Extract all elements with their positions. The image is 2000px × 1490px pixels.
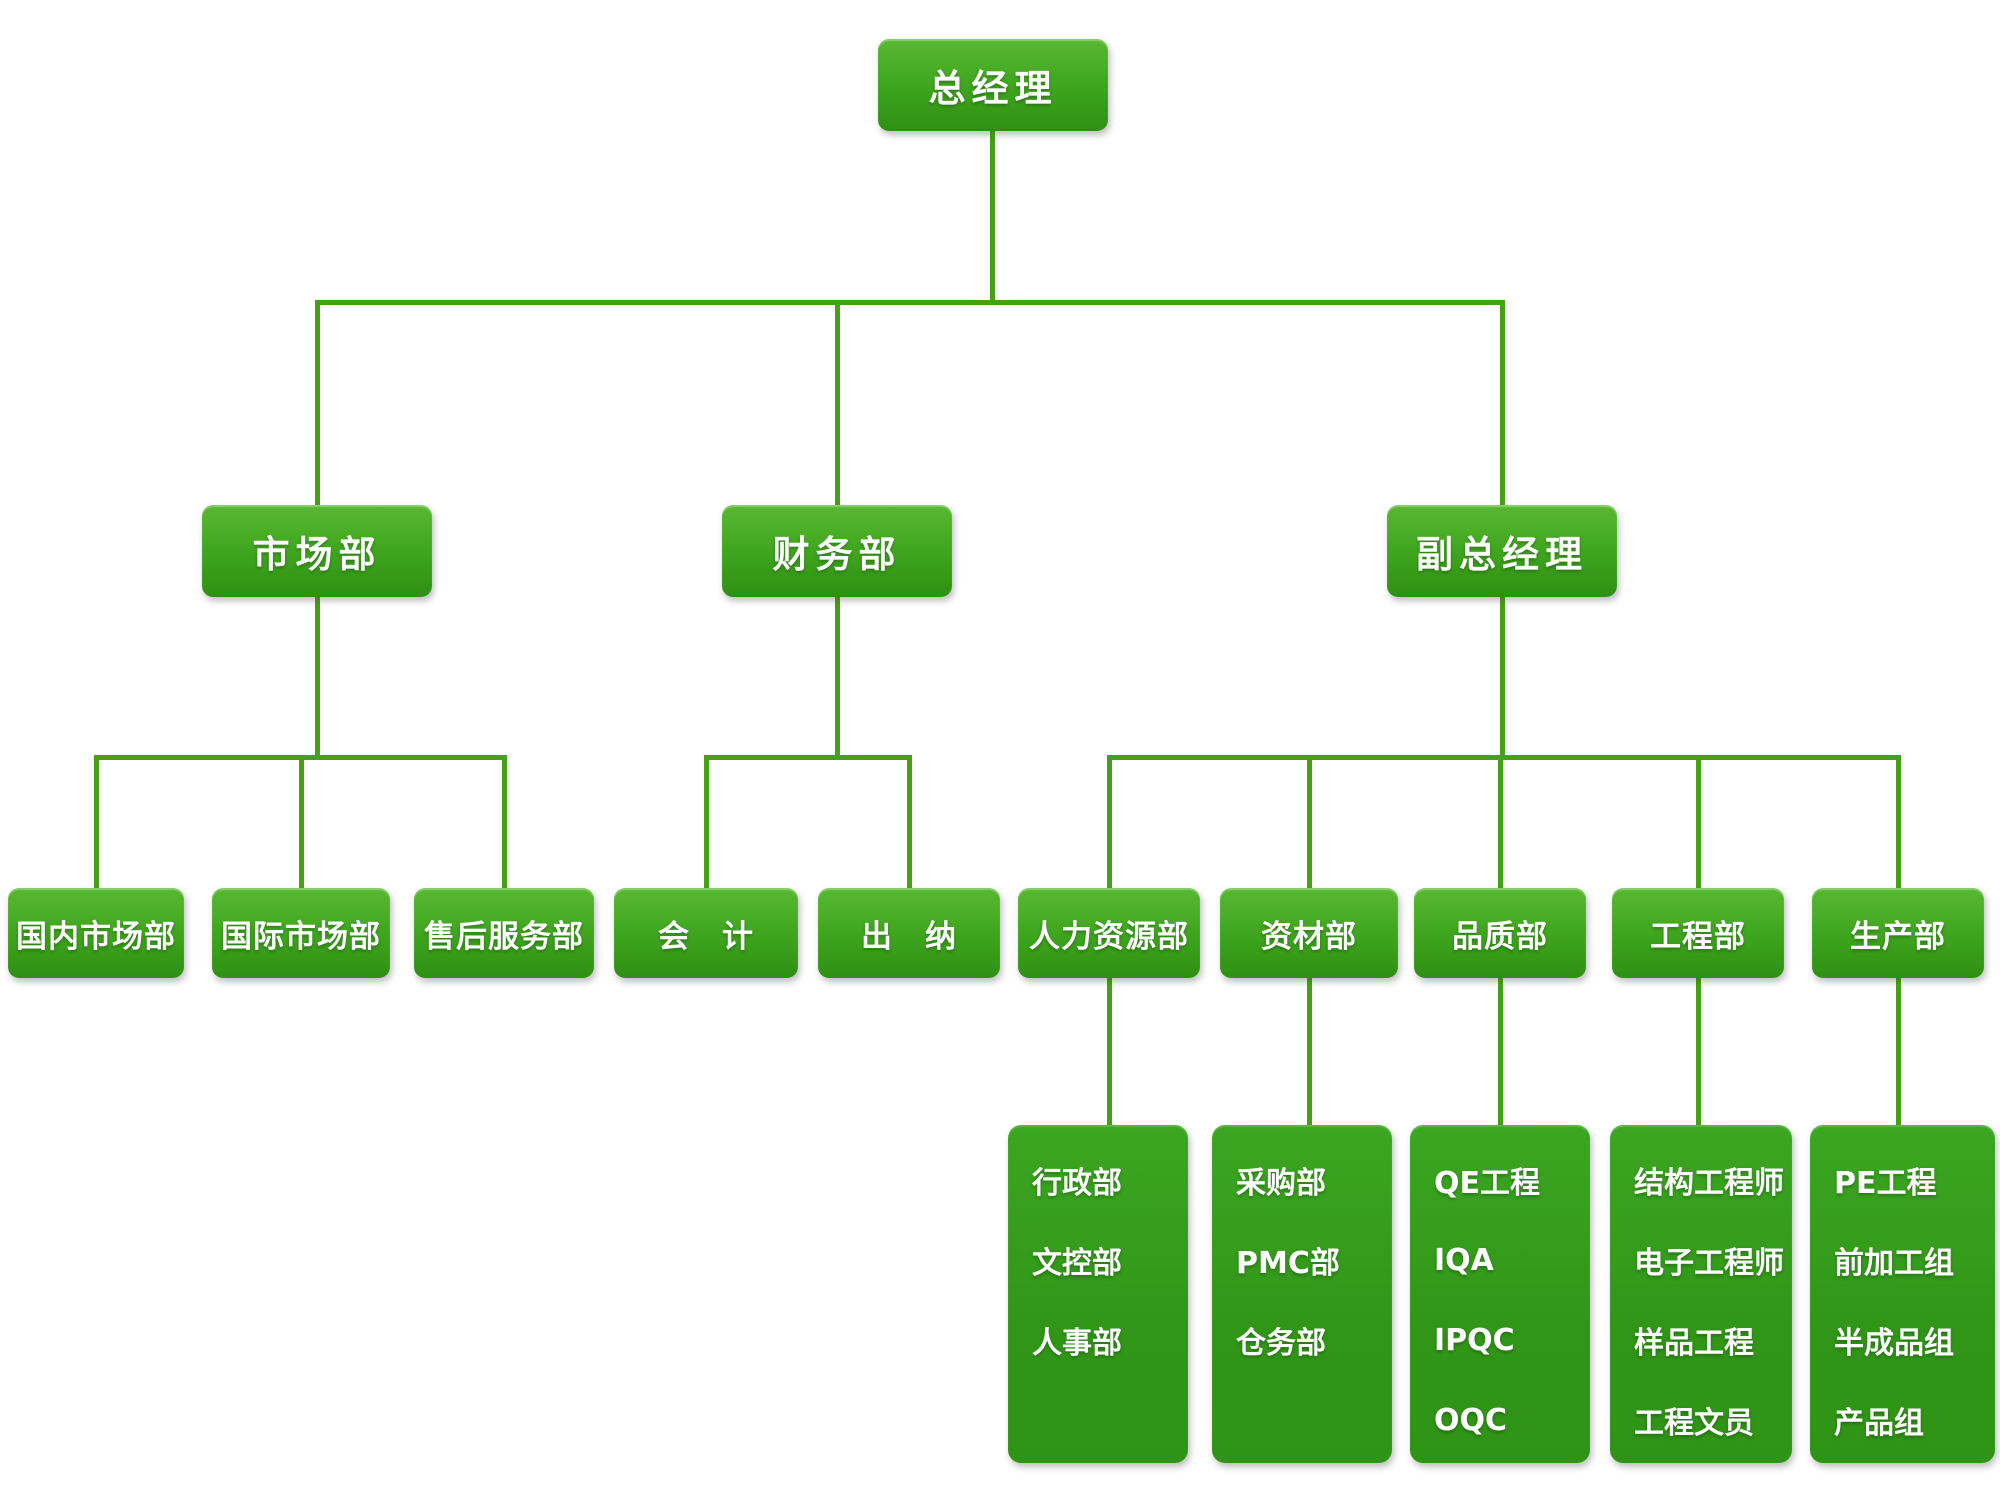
group-item: 行政部: [1032, 1166, 1122, 1201]
group-engineering-sub-departments: 结构工程师 电子工程师 样品工程 工程文员: [1610, 1125, 1792, 1463]
connector-drop-deputy-gm: [1500, 300, 1505, 505]
group-hr-sub-departments: 行政部 文控部 人事部: [1008, 1125, 1188, 1463]
group-item: 前加工组: [1834, 1246, 1954, 1281]
connector-drop-after-sales: [502, 755, 507, 888]
node-general-manager: 总经理: [878, 39, 1108, 131]
connector-drop-accountant: [704, 755, 709, 888]
group-item: 仓务部: [1236, 1326, 1326, 1361]
node-materials-dept: 资材部: [1220, 888, 1398, 978]
group-materials-sub-departments: 采购部 PMC部 仓务部: [1212, 1125, 1392, 1463]
group-item: PE工程: [1834, 1166, 1937, 1201]
connector-drop-hr: [1107, 755, 1112, 888]
connector-drop-quality: [1498, 755, 1503, 888]
connector-drop-finance: [835, 300, 840, 505]
group-item: 结构工程师: [1634, 1166, 1784, 1201]
connector-drop-international-marketing: [299, 755, 304, 888]
connector-deputy-down: [1500, 597, 1505, 757]
connector-finance-horizontal: [704, 755, 912, 760]
node-human-resources-dept: 人力资源部: [1018, 888, 1200, 978]
node-marketing-dept: 市场部: [202, 505, 432, 597]
group-production-sub-departments: PE工程 前加工组 半成品组 产品组: [1810, 1125, 1995, 1463]
connector-engineering-subgroup: [1696, 978, 1701, 1125]
group-item: 半成品组: [1834, 1326, 1954, 1361]
group-item: 人事部: [1032, 1326, 1122, 1361]
connector-drop-cashier: [907, 755, 912, 888]
node-production-dept: 生产部: [1812, 888, 1984, 978]
connector-hr-subgroup: [1107, 978, 1112, 1125]
node-cashier: 出 纳: [818, 888, 1000, 978]
connector-drop-engineering: [1696, 755, 1701, 888]
node-domestic-marketing-dept: 国内市场部: [8, 888, 184, 978]
group-item: PMC部: [1236, 1246, 1340, 1281]
node-finance-dept: 财务部: [722, 505, 952, 597]
node-engineering-dept: 工程部: [1612, 888, 1784, 978]
group-item: QE工程: [1434, 1166, 1540, 1201]
group-item: IPQC: [1434, 1322, 1515, 1358]
connector-materials-subgroup: [1307, 978, 1312, 1125]
group-item: 文控部: [1032, 1246, 1122, 1281]
group-item: 产品组: [1834, 1406, 1924, 1441]
group-item: IQA: [1434, 1242, 1494, 1278]
connector-level2-horizontal: [315, 300, 1505, 305]
connector-finance-down: [835, 597, 840, 757]
connector-deputy-horizontal: [1107, 755, 1901, 760]
group-item: 采购部: [1236, 1166, 1326, 1201]
node-accountant: 会 计: [614, 888, 798, 978]
node-quality-dept: 品质部: [1414, 888, 1586, 978]
connector-production-subgroup: [1896, 978, 1901, 1125]
node-after-sales-service-dept: 售后服务部: [414, 888, 594, 978]
connector-quality-subgroup: [1498, 978, 1503, 1125]
group-item: OQC: [1434, 1402, 1508, 1438]
connector-gm-down: [990, 130, 995, 302]
node-deputy-general-manager: 副总经理: [1387, 505, 1617, 597]
node-international-marketing-dept: 国际市场部: [212, 888, 390, 978]
connector-drop-materials: [1307, 755, 1312, 888]
connector-marketing-down: [315, 597, 320, 757]
group-item: 样品工程: [1634, 1326, 1754, 1361]
group-item: 电子工程师: [1634, 1246, 1784, 1281]
group-item: 工程文员: [1634, 1406, 1754, 1441]
connector-drop-production: [1896, 755, 1901, 888]
connector-drop-domestic-marketing: [94, 755, 99, 888]
group-quality-sub-departments: QE工程 IQA IPQC OQC: [1410, 1125, 1590, 1463]
connector-drop-marketing: [315, 300, 320, 505]
